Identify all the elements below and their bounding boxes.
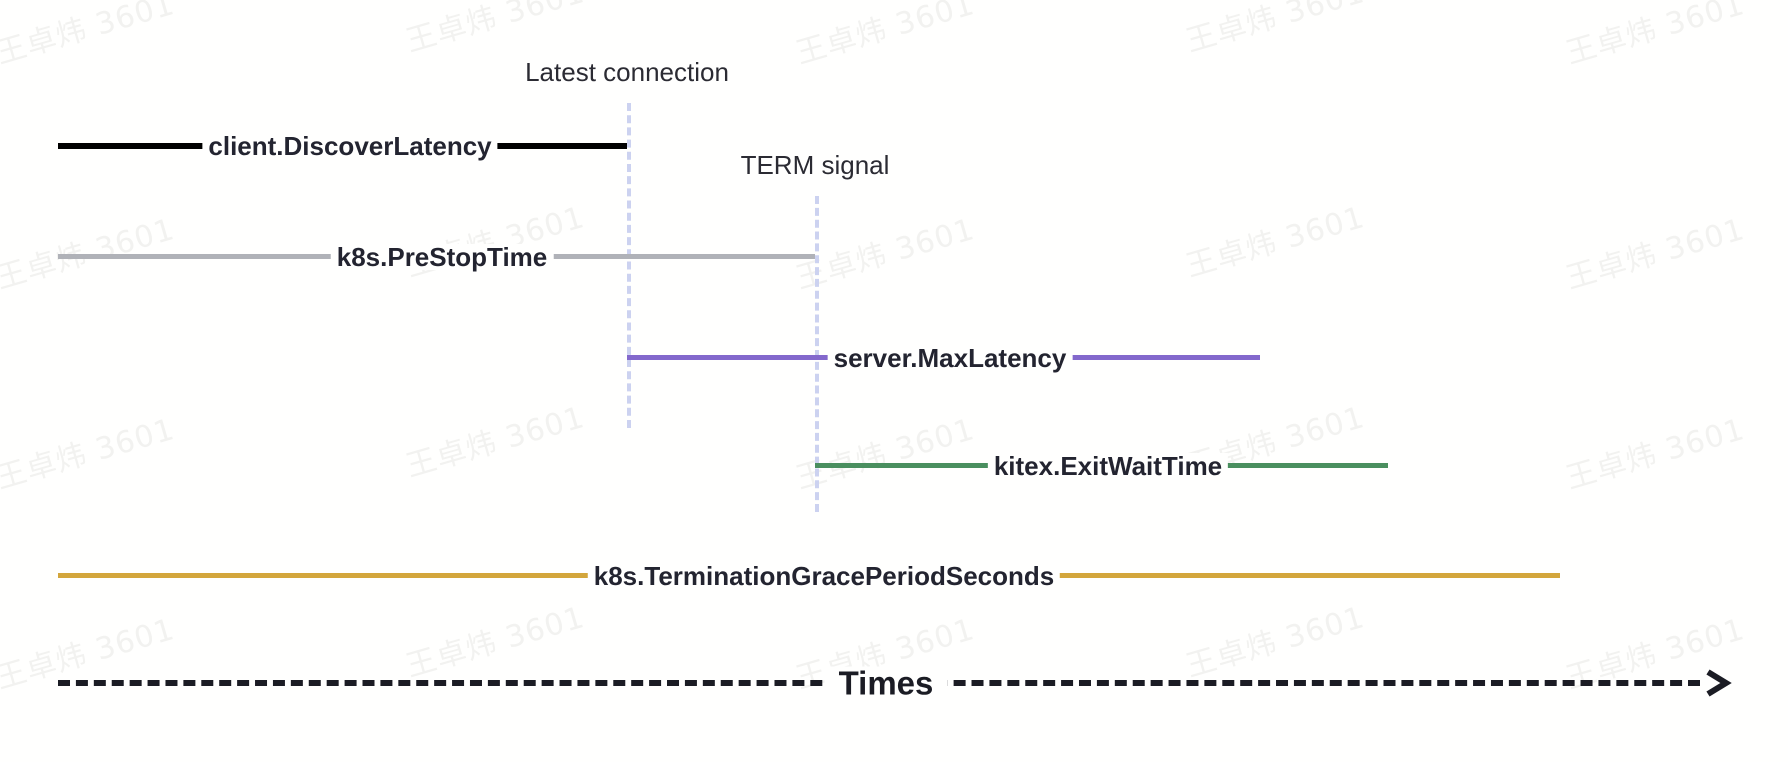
marker-label-term-signal: TERM signal (740, 150, 890, 180)
timeline-bar-label-server-maxlatency: server.MaxLatency (827, 344, 1073, 371)
timeline-bar-label-k8s-prestoptime: k8s.PreStopTime (330, 243, 554, 270)
marker-line-term-signal (815, 196, 819, 512)
marker-label-latest-connection: Latest connection (525, 57, 729, 87)
timeline-bar-label-client-discover-latency: client.DiscoverLatency (202, 133, 498, 159)
timeline-bar-label-kitex-exitwaittime: kitex.ExitWaitTime (987, 452, 1229, 479)
arrow-right-icon (1700, 666, 1734, 700)
time-axis-label: Times (824, 666, 948, 700)
timeline-bar-label-k8s-terminationgraceperiodseconds: k8s.TerminationGracePeriodSeconds (587, 562, 1061, 589)
marker-line-latest-connection (627, 103, 631, 428)
